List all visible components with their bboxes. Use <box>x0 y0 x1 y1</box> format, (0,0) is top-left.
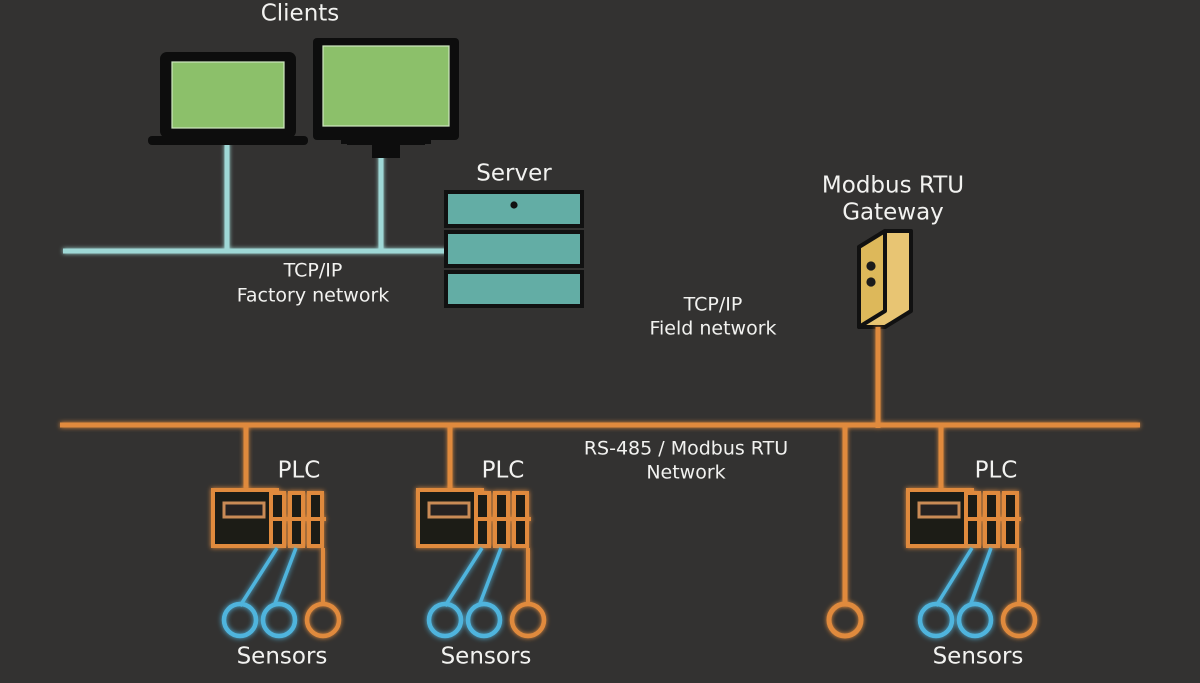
plc-right-sensor-link-1 <box>934 547 974 607</box>
plc-left-sensor-2[interactable] <box>260 601 298 639</box>
plc-right-sensor-link-orange <box>1000 548 1038 639</box>
plc-middle-sensor-1[interactable] <box>426 601 464 639</box>
field-network-label-line2: Field network <box>649 318 776 340</box>
gateway-led-2 <box>866 277 876 287</box>
server-rack[interactable] <box>444 190 584 308</box>
client-laptop[interactable] <box>148 52 308 145</box>
plc-right-label: PLC <box>975 458 1018 484</box>
monitor-stand-base <box>347 139 425 145</box>
server-label: Server <box>476 161 552 187</box>
monitor-screen <box>322 45 450 127</box>
server-unit-2 <box>444 230 584 268</box>
rs485-label-line2: Network <box>646 462 725 484</box>
gateway-label-line1: Modbus RTU <box>822 173 964 199</box>
laptop-base <box>148 136 308 145</box>
plc-left-sensors-label: Sensors <box>237 644 328 670</box>
plc-left-sensor-link-1 <box>238 547 279 607</box>
field-network-label-line1: TCP/IP <box>683 294 743 316</box>
gateway-led-1 <box>866 261 876 271</box>
laptop-screen <box>171 61 285 129</box>
plc-right-sensor-links <box>917 547 994 639</box>
plc-middle-sensor-link-orange <box>509 548 547 639</box>
server-unit-1 <box>444 190 584 228</box>
plc-left-sensor-1[interactable] <box>221 601 259 639</box>
plc-left-label: PLC <box>278 458 321 484</box>
standalone-sensor[interactable] <box>826 601 864 639</box>
gateway-label-line2: Gateway <box>842 200 944 226</box>
client-desktop-monitor[interactable] <box>313 38 459 158</box>
clients-label: Clients <box>261 1 340 27</box>
standalone-sensor-circle <box>826 601 864 639</box>
plc-left-sensor-link-2 <box>272 547 298 607</box>
plc-station-right[interactable]: PLC Sensors <box>906 458 1038 670</box>
plc-middle-sensors-label: Sensors <box>441 644 532 670</box>
plc-left-sensor-link-orange <box>304 548 342 639</box>
modbus-rtu-gateway[interactable] <box>857 229 913 329</box>
plc-left-chassis <box>211 488 326 548</box>
plc-middle-sensor-link-1 <box>443 547 484 607</box>
plc-middle-chassis <box>416 488 531 548</box>
plc-left-sensor-links <box>221 547 298 639</box>
plc-station-middle[interactable]: PLC Sensors <box>416 458 547 670</box>
plc-right-sensor-1[interactable] <box>917 601 955 639</box>
server-unit-3 <box>444 270 584 308</box>
plc-middle-sensor-2[interactable] <box>465 601 503 639</box>
tcp-ip-factory-bus-group <box>63 141 452 254</box>
factory-network-label-line2: Factory network <box>237 285 390 307</box>
factory-network-label-line1: TCP/IP <box>283 260 343 282</box>
rs485-label-line1: RS-485 / Modbus RTU <box>584 438 788 460</box>
plc-right-sensor-link-2 <box>968 547 993 607</box>
plc-right-sensors-label: Sensors <box>933 644 1024 670</box>
plc-middle-label: PLC <box>482 458 525 484</box>
plc-left-sensor-3[interactable] <box>304 601 342 639</box>
plc-right-display <box>917 501 961 519</box>
plc-middle-sensor-link-2 <box>477 547 503 607</box>
plc-middle-sensor-3[interactable] <box>509 601 547 639</box>
plc-right-chassis <box>906 488 1021 548</box>
plc-right-sensor-3[interactable] <box>1000 601 1038 639</box>
rs485-bus-group <box>60 327 1140 606</box>
plc-station-left[interactable]: PLC Sensors <box>211 458 342 670</box>
server-status-dot <box>510 201 518 209</box>
plc-left-display <box>222 501 266 519</box>
plc-right-sensor-2[interactable] <box>956 601 994 639</box>
plc-middle-sensor-links <box>426 547 503 639</box>
plc-middle-display <box>427 501 471 519</box>
